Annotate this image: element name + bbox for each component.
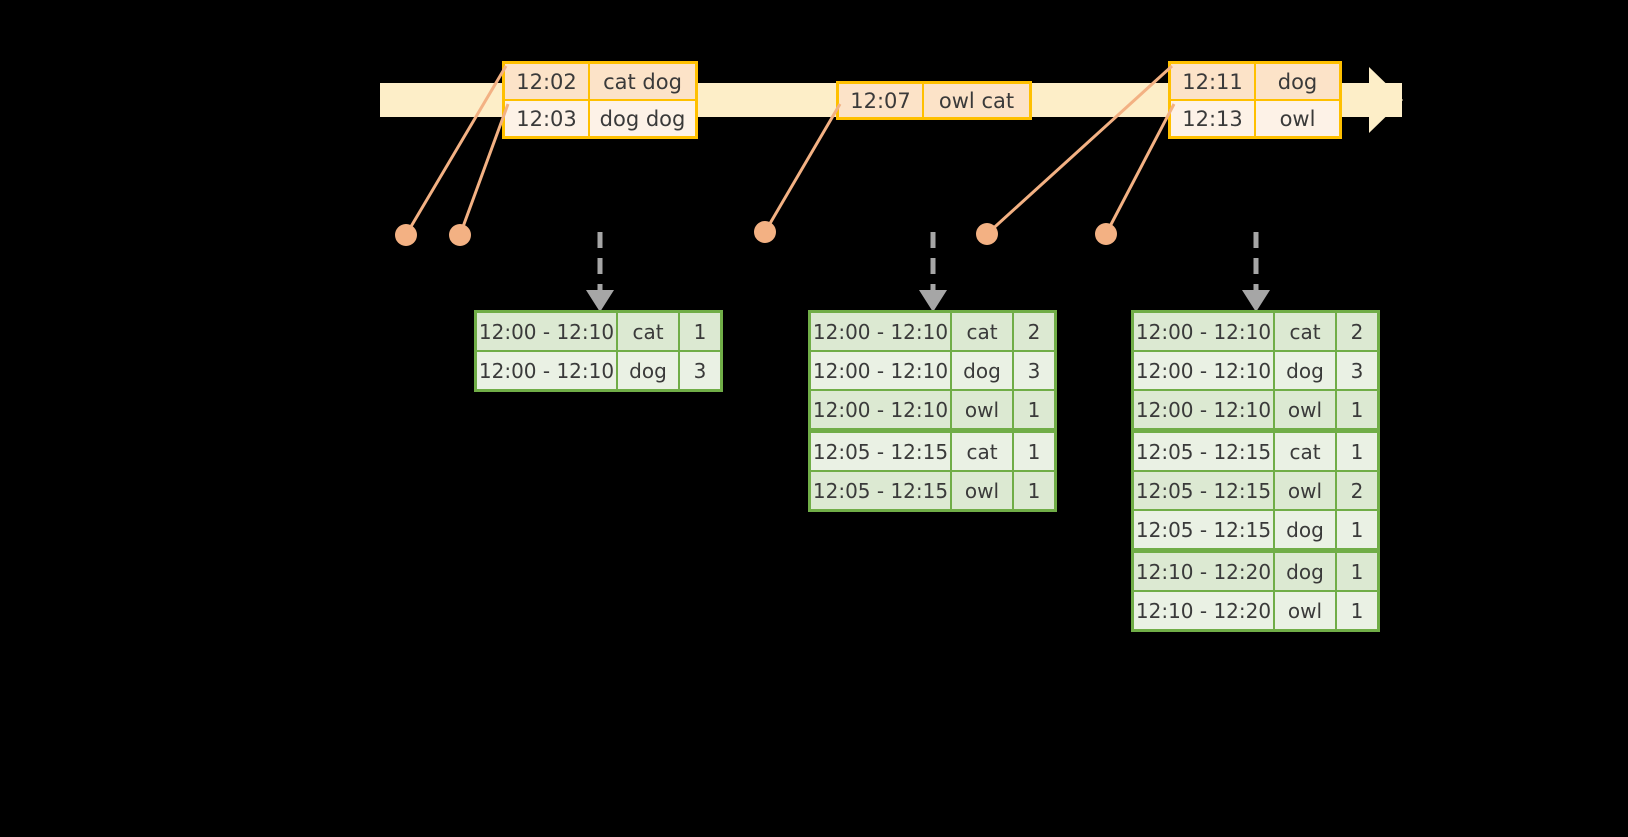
word-cell: dog <box>1275 553 1337 590</box>
result-table-1[interactable]: 12:00 - 12:10 cat 1 12:00 - 12:10 dog 3 <box>474 310 723 392</box>
event-value: cat dog <box>590 64 695 99</box>
count-cell: 1 <box>1014 391 1054 428</box>
count-cell: 3 <box>1337 352 1377 389</box>
count-cell: 1 <box>1337 553 1377 590</box>
count-cell: 2 <box>1337 313 1377 350</box>
table-row: 12:05 - 12:15 cat 1 <box>811 431 1054 470</box>
word-cell: cat <box>1275 313 1337 350</box>
event-time: 12:03 <box>505 101 590 136</box>
count-cell: 2 <box>1337 472 1377 509</box>
window-cell: 12:10 - 12:20 <box>1134 592 1275 629</box>
result-table-3[interactable]: 12:00 - 12:10 cat 2 12:00 - 12:10 dog 3 … <box>1131 310 1380 632</box>
word-cell: dog <box>1275 352 1337 389</box>
event-row: 12:03 dog dog <box>505 99 695 136</box>
event-row: 12:02 cat dog <box>505 64 695 99</box>
connector-dot <box>449 224 471 246</box>
table-row: 12:10 - 12:20 dog 1 <box>1134 551 1377 590</box>
count-cell: 3 <box>1014 352 1054 389</box>
connector-dot <box>754 221 776 243</box>
word-cell: cat <box>618 313 680 350</box>
word-cell: cat <box>1275 433 1337 470</box>
count-cell: 2 <box>1014 313 1054 350</box>
word-cell: cat <box>952 433 1014 470</box>
table-row: 12:00 - 12:10 dog 3 <box>811 350 1054 389</box>
event-value: owl <box>1256 101 1339 136</box>
event-value: dog <box>1256 64 1339 99</box>
event-time: 12:02 <box>505 64 590 99</box>
word-cell: cat <box>952 313 1014 350</box>
count-cell: 3 <box>680 352 720 389</box>
window-cell: 12:05 - 12:15 <box>1134 433 1275 470</box>
event-value: dog dog <box>590 101 695 136</box>
dashed-arrow-to-table-2 <box>919 232 947 312</box>
dashed-arrow-to-table-3 <box>1242 232 1270 312</box>
table-row: 12:00 - 12:10 dog 3 <box>477 350 720 389</box>
word-cell: dog <box>618 352 680 389</box>
window-cell: 12:05 - 12:15 <box>1134 472 1275 509</box>
count-cell: 1 <box>1337 391 1377 428</box>
event-group-3[interactable]: 12:11 dog 12:13 owl <box>1168 61 1342 139</box>
table-row: 12:00 - 12:10 cat 1 <box>477 313 720 350</box>
event-time: 12:11 <box>1171 64 1256 99</box>
window-cell: 12:00 - 12:10 <box>811 391 952 428</box>
connector-dot <box>976 223 998 245</box>
word-cell: owl <box>1275 592 1337 629</box>
result-table-2[interactable]: 12:00 - 12:10 cat 2 12:00 - 12:10 dog 3 … <box>808 310 1057 512</box>
event-row: 12:11 dog <box>1171 64 1339 99</box>
word-cell: dog <box>1275 511 1337 548</box>
event-value: owl cat <box>924 84 1029 117</box>
window-cell: 12:05 - 12:15 <box>811 472 952 509</box>
connector-dot <box>1095 223 1117 245</box>
table-row: 12:10 - 12:20 owl 1 <box>1134 590 1377 629</box>
event-time: 12:07 <box>839 84 924 117</box>
window-cell: 12:10 - 12:20 <box>1134 553 1275 590</box>
word-cell: owl <box>1275 472 1337 509</box>
table-row: 12:05 - 12:15 dog 1 <box>1134 509 1377 551</box>
event-group-2[interactable]: 12:07 owl cat <box>836 81 1032 120</box>
word-cell: owl <box>1275 391 1337 428</box>
table-row: 12:05 - 12:15 owl 2 <box>1134 470 1377 509</box>
window-cell: 12:00 - 12:10 <box>811 352 952 389</box>
event-time: 12:13 <box>1171 101 1256 136</box>
window-cell: 12:00 - 12:10 <box>1134 313 1275 350</box>
count-cell: 1 <box>1337 433 1377 470</box>
window-cell: 12:00 - 12:10 <box>477 352 618 389</box>
table-row: 12:00 - 12:10 cat 2 <box>1134 313 1377 350</box>
window-cell: 12:05 - 12:15 <box>1134 511 1275 548</box>
table-row: 12:00 - 12:10 owl 1 <box>1134 389 1377 431</box>
event-group-1[interactable]: 12:02 cat dog 12:03 dog dog <box>502 61 698 139</box>
window-cell: 12:00 - 12:10 <box>1134 352 1275 389</box>
window-cell: 12:00 - 12:10 <box>811 313 952 350</box>
count-cell: 1 <box>680 313 720 350</box>
word-cell: owl <box>952 391 1014 428</box>
count-cell: 1 <box>1337 592 1377 629</box>
window-cell: 12:00 - 12:10 <box>1134 391 1275 428</box>
count-cell: 1 <box>1014 472 1054 509</box>
connector-dot <box>395 224 417 246</box>
count-cell: 1 <box>1337 511 1377 548</box>
event-row: 12:13 owl <box>1171 99 1339 136</box>
table-row: 12:05 - 12:15 cat 1 <box>1134 431 1377 470</box>
word-cell: dog <box>952 352 1014 389</box>
table-row: 12:00 - 12:10 owl 1 <box>811 389 1054 431</box>
table-row: 12:05 - 12:15 owl 1 <box>811 470 1054 509</box>
window-cell: 12:05 - 12:15 <box>811 433 952 470</box>
word-cell: owl <box>952 472 1014 509</box>
window-cell: 12:00 - 12:10 <box>477 313 618 350</box>
count-cell: 1 <box>1014 433 1054 470</box>
event-row: 12:07 owl cat <box>839 84 1029 117</box>
timeline-arrowhead <box>1369 67 1403 133</box>
table-row: 12:00 - 12:10 cat 2 <box>811 313 1054 350</box>
dashed-arrow-to-table-1 <box>586 232 614 312</box>
table-row: 12:00 - 12:10 dog 3 <box>1134 350 1377 389</box>
